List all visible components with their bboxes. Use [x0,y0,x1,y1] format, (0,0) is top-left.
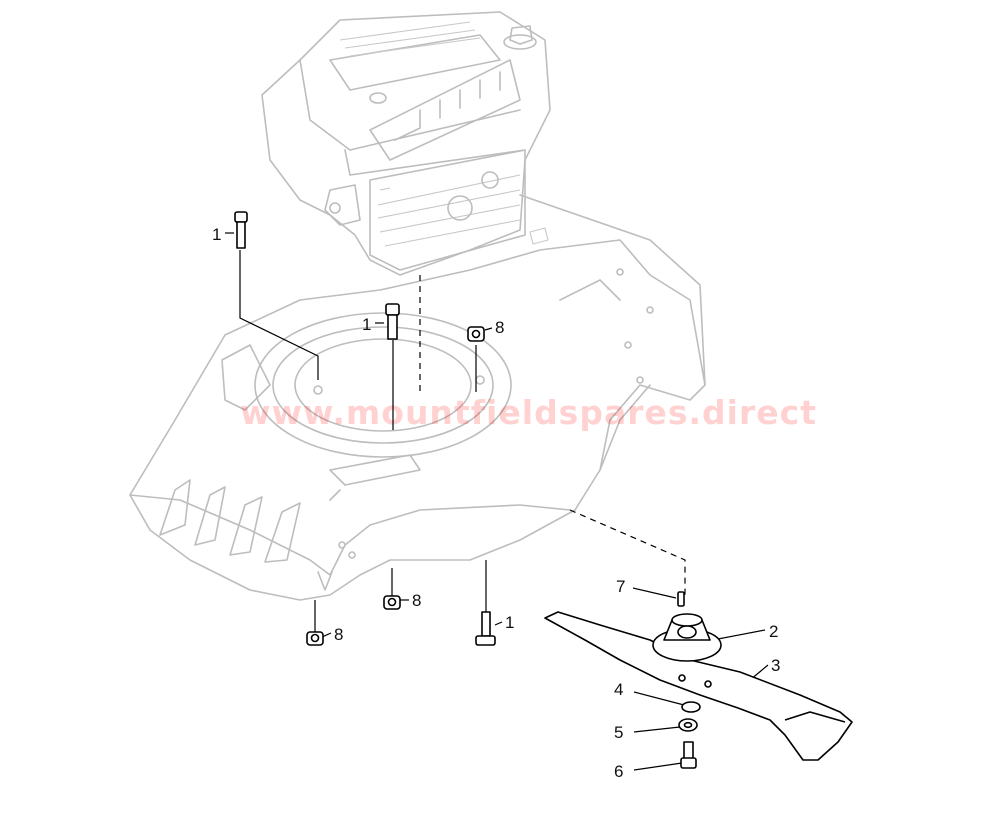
bolt-center [385,303,400,340]
bolt-upper-left [234,211,248,249]
callouts: 1 1 8 8 8 1 7 2 3 4 5 6 [212,225,780,781]
mower-deck-illustration [129,194,706,601]
callout-8-upper: 8 [495,318,504,337]
nut-lower-left [306,631,324,646]
washer [681,701,701,713]
callout-8-lower-left: 8 [334,625,343,644]
callout-3: 3 [771,656,780,675]
callout-5: 5 [614,723,623,742]
callout-2: 2 [769,622,778,641]
blade-boss [652,613,722,662]
key-pin [677,591,685,607]
callout-4: 4 [614,680,623,699]
bolt-lower [475,611,496,646]
callout-7: 7 [616,577,625,596]
callout-1-upper-left: 1 [212,225,221,244]
callout-8-lower-center: 8 [412,591,421,610]
callout-1-lower: 1 [505,613,514,632]
callout-6: 6 [614,762,623,781]
engine-illustration [261,11,551,276]
spring-washer [678,718,698,732]
cutting-blade [544,611,853,761]
nut-lower-center [383,595,401,610]
watermark-text: www.mountfieldspares.direct [240,393,817,432]
blade-bolt [680,741,697,769]
nut-upper-right [467,326,485,342]
callout-1-center: 1 [362,315,371,334]
